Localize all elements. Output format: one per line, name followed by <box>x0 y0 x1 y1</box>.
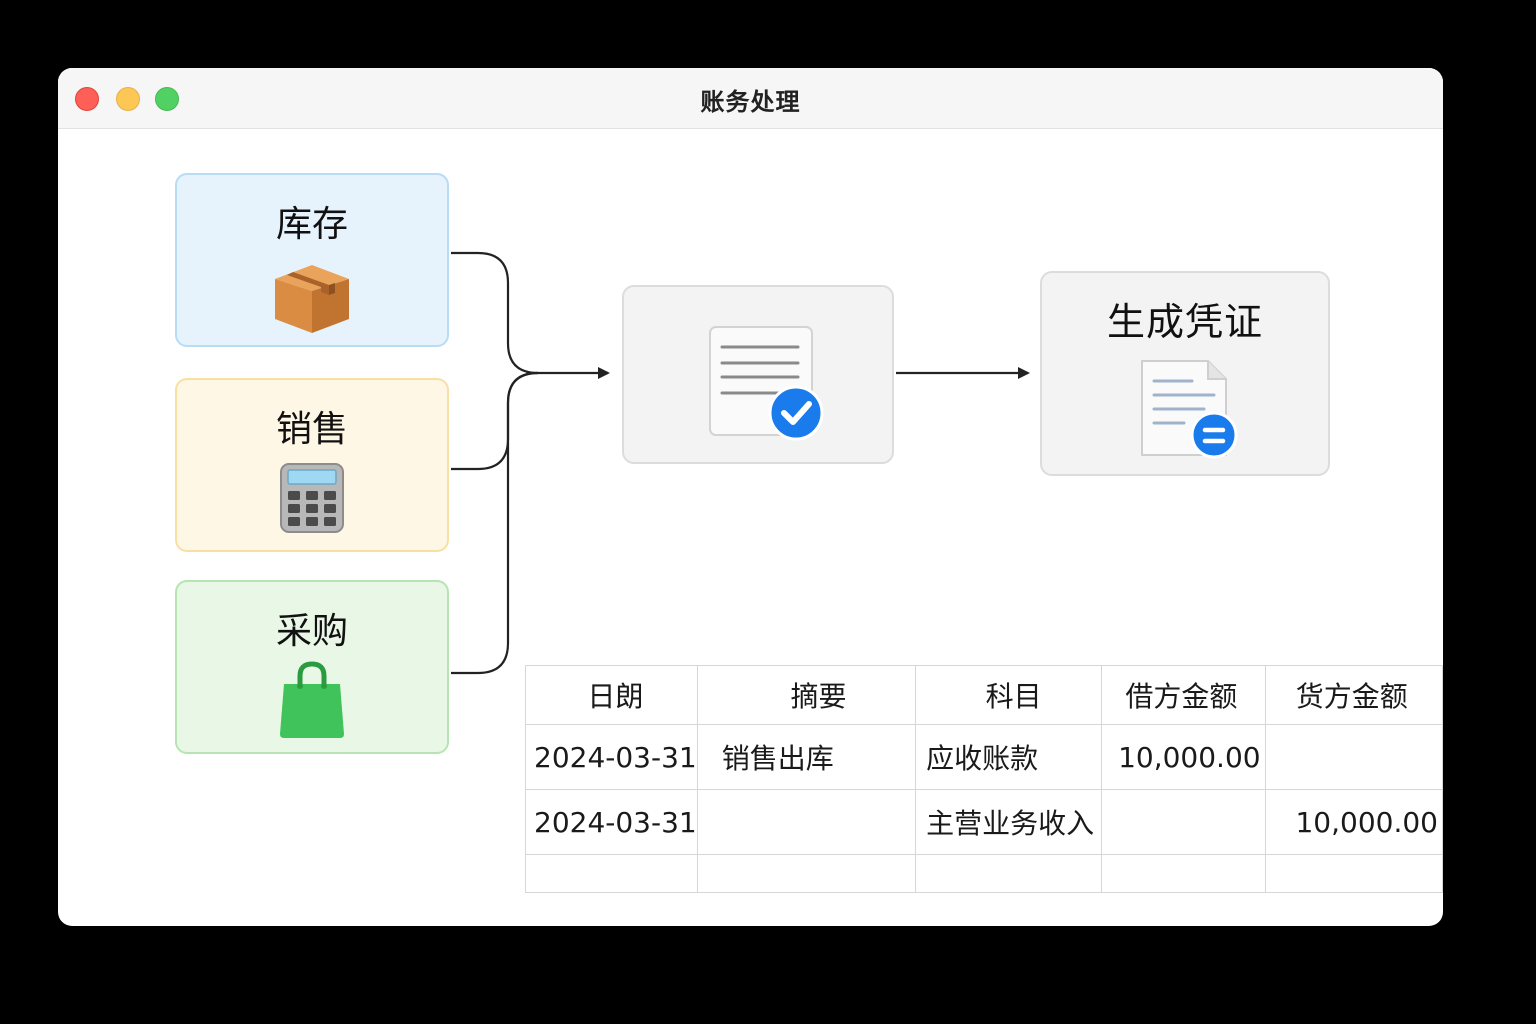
source-label-purchase: 采购 <box>275 611 348 652</box>
table-row[interactable]: 2024-03-31 销售出库 应收账款 10,000.00 <box>525 724 1443 790</box>
column-header-date[interactable]: 日朗 <box>525 665 698 725</box>
app-window: 账务处理 库存 销售 <box>58 68 1443 926</box>
processing-card[interactable] <box>622 285 894 464</box>
source-card-inventory[interactable]: 库存 <box>175 173 449 347</box>
column-header-debit[interactable]: 借方金额 <box>1101 665 1266 725</box>
cell-date <box>525 854 698 893</box>
cell-account: 应收账款 <box>915 724 1103 790</box>
title-bar: 账务处理 <box>58 68 1443 129</box>
minimize-window-button[interactable] <box>116 87 140 111</box>
voucher-document-icon <box>1141 360 1238 459</box>
cell-debit <box>1101 789 1266 855</box>
source-label-sales: 销售 <box>275 409 348 450</box>
voucher-label: 生成凭证 <box>1106 300 1263 344</box>
journal-entry-table: 日朗 摘要 科目 借方金额 货方金额 2024-03-31 销售出库 应收账款 … <box>525 665 1443 893</box>
table-row[interactable]: 2024-03-31 主营业务收入 10,000.00 <box>525 789 1443 855</box>
close-window-button[interactable] <box>75 87 99 111</box>
generate-voucher-card[interactable]: 生成凭证 <box>1040 271 1330 476</box>
connector-purchase <box>451 371 539 675</box>
table-row[interactable] <box>525 854 1443 893</box>
source-label-inventory: 库存 <box>275 204 348 245</box>
source-card-purchase[interactable]: 采购 <box>175 580 449 754</box>
cell-summary <box>696 854 917 893</box>
cell-debit: 10,000.00 <box>1101 724 1266 790</box>
package-box-icon <box>275 265 349 333</box>
cell-account: 主营业务收入 <box>915 789 1103 855</box>
flow-connectors <box>451 251 1030 675</box>
cell-account <box>915 854 1103 893</box>
cell-summary: 销售出库 <box>696 724 917 790</box>
cell-summary <box>696 789 917 855</box>
cell-credit <box>1264 724 1443 790</box>
cell-debit <box>1101 854 1266 893</box>
column-header-credit[interactable]: 货方金额 <box>1264 665 1443 725</box>
cell-date: 2024-03-31 <box>525 724 698 790</box>
source-card-sales[interactable]: 销售 <box>175 378 449 552</box>
calculator-icon <box>280 463 344 533</box>
cell-date: 2024-03-31 <box>525 789 698 855</box>
shopping-bag-icon <box>280 661 344 738</box>
column-header-summary[interactable]: 摘要 <box>696 665 917 725</box>
column-header-account[interactable]: 科目 <box>915 665 1103 725</box>
connector-inventory <box>451 251 610 379</box>
window-title: 账务处理 <box>700 88 801 116</box>
document-check-icon <box>709 326 824 441</box>
cell-credit: 10,000.00 <box>1264 789 1443 855</box>
zoom-window-button[interactable] <box>155 87 179 111</box>
cell-credit <box>1264 854 1443 893</box>
table-header-row: 日朗 摘要 科目 借方金额 货方金额 <box>525 665 1443 725</box>
connector-sales <box>451 371 539 471</box>
